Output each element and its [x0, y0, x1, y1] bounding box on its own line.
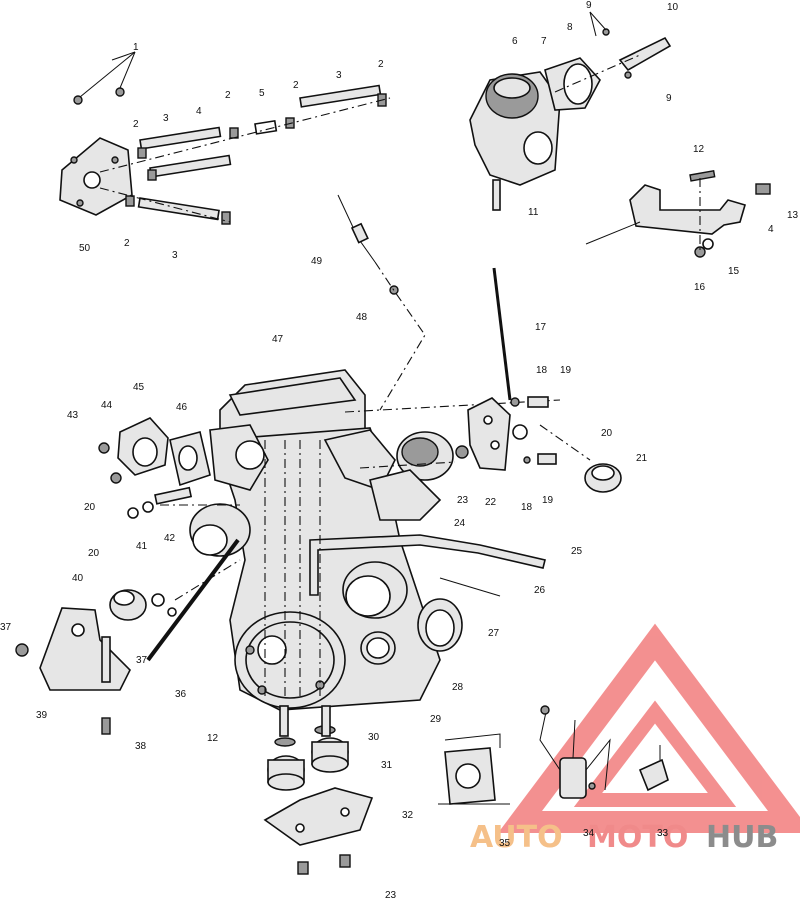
callout-18: 18 — [521, 502, 533, 513]
electrical-components — [438, 705, 669, 805]
watermark-auto: AUTO — [470, 820, 563, 855]
callout-32: 32 — [402, 810, 414, 821]
callout-39: 39 — [36, 710, 48, 721]
left-mount-parts — [15, 417, 240, 735]
callout-8: 8 — [567, 22, 573, 33]
callout-47: 47 — [272, 334, 284, 345]
callout-5: 5 — [259, 88, 265, 99]
callout-40: 40 — [72, 573, 84, 584]
callout-48: 48 — [356, 312, 368, 323]
callout-7: 7 — [541, 36, 547, 47]
watermark-moto: MOTO — [587, 820, 688, 855]
fuel-rail-assembly — [59, 51, 391, 225]
callout-15: 15 — [728, 266, 740, 277]
callout-1: 1 — [133, 42, 139, 53]
callout-20: 20 — [84, 502, 96, 513]
callout-41: 41 — [136, 541, 148, 552]
callout-35: 35 — [499, 838, 511, 849]
callout-30: 30 — [368, 732, 380, 743]
carburetor-assembly — [469, 11, 672, 211]
callout-38: 38 — [135, 741, 147, 752]
callout-24: 24 — [454, 518, 466, 529]
callout-29: 29 — [430, 714, 442, 725]
callout-3: 3 — [172, 250, 178, 261]
callout-23: 23 — [385, 890, 397, 898]
callout-12: 12 — [207, 733, 219, 744]
mount-bracket-right — [585, 170, 771, 258]
callout-9: 9 — [666, 93, 672, 104]
watermark-logo-text: AUTO MOTO HUB — [470, 820, 778, 855]
callout-2: 2 — [133, 119, 139, 130]
cable-assembly — [337, 194, 426, 411]
callout-42: 42 — [164, 533, 176, 544]
callout-37: 37 — [136, 655, 148, 666]
watermark-logo-triangles — [498, 623, 800, 833]
callout-12: 12 — [693, 144, 705, 155]
callout-27: 27 — [488, 628, 500, 639]
callout-23: 23 — [457, 495, 469, 506]
callout-34: 34 — [583, 828, 595, 839]
callout-2: 2 — [124, 238, 130, 249]
callout-20: 20 — [601, 428, 613, 439]
watermark-hub: HUB — [706, 820, 778, 855]
callout-2: 2 — [293, 80, 299, 91]
callout-33: 33 — [657, 828, 669, 839]
callout-43: 43 — [67, 410, 79, 421]
callout-2: 2 — [378, 59, 384, 70]
callout-13: 13 — [787, 210, 799, 221]
callout-44: 44 — [101, 400, 113, 411]
callout-46: 46 — [176, 402, 188, 413]
callout-3: 3 — [163, 113, 169, 124]
callout-3: 3 — [336, 70, 342, 81]
callout-20: 20 — [88, 548, 100, 559]
callout-16: 16 — [694, 282, 706, 293]
callout-36: 36 — [175, 689, 187, 700]
callout-45: 45 — [133, 382, 145, 393]
callout-25: 25 — [571, 546, 583, 557]
callout-49: 49 — [311, 256, 323, 267]
callout-18: 18 — [536, 365, 548, 376]
callout-4: 4 — [768, 224, 774, 235]
callout-37: 37 — [0, 622, 12, 633]
callout-50: 50 — [79, 243, 91, 254]
engine-block — [160, 369, 591, 711]
callout-2: 2 — [225, 90, 231, 101]
callout-28: 28 — [452, 682, 464, 693]
callout-31: 31 — [381, 760, 393, 771]
callout-19: 19 — [560, 365, 572, 376]
right-mount-parts — [455, 267, 622, 493]
callout-17: 17 — [535, 322, 547, 333]
callout-10: 10 — [667, 2, 679, 13]
callout-22: 22 — [485, 497, 497, 508]
callout-21: 21 — [636, 453, 648, 464]
callout-6: 6 — [512, 36, 518, 47]
callout-19: 19 — [542, 495, 554, 506]
callout-9: 9 — [586, 0, 592, 11]
lower-engine-mounts — [263, 705, 374, 875]
callout-4: 4 — [196, 106, 202, 117]
callout-26: 26 — [534, 585, 546, 596]
callout-11: 11 — [528, 207, 539, 218]
